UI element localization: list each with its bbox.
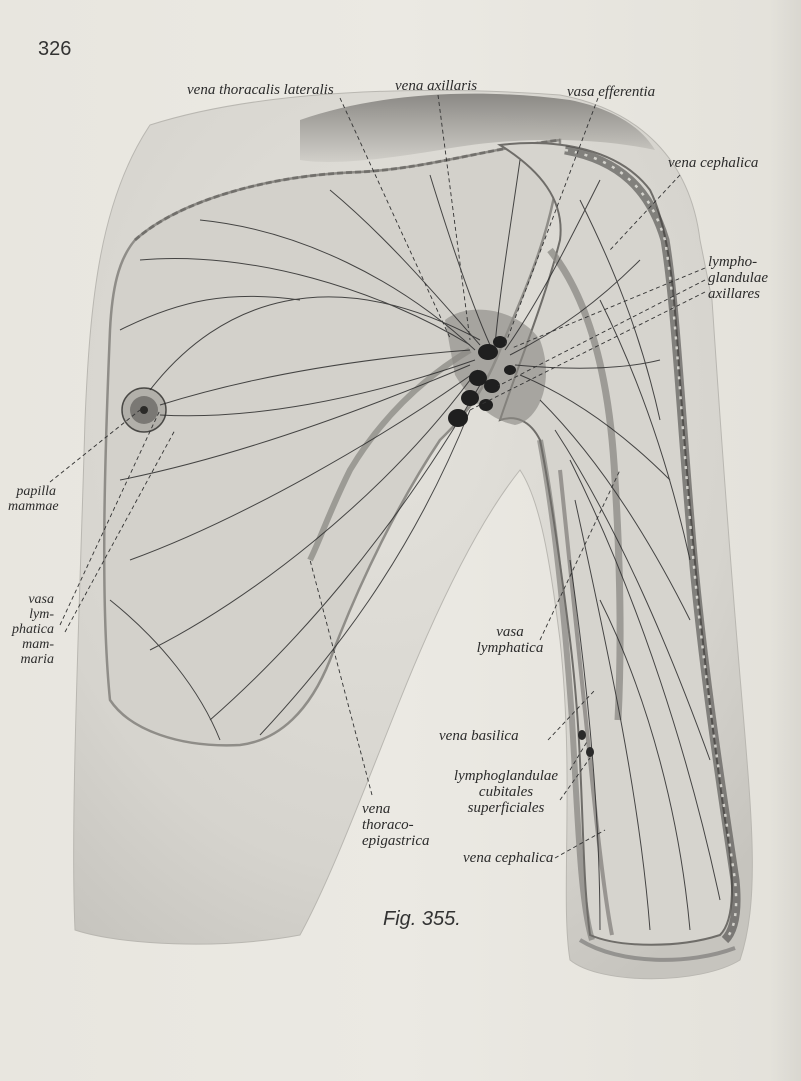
vena-thoracoepigastrica-vessel bbox=[307, 347, 472, 562]
label-vena-thoracalis-lateralis: vena thoracalis lateralis bbox=[187, 82, 334, 98]
page-number: 326 bbox=[38, 38, 72, 60]
label-vena-axillaris: vena axillaris bbox=[395, 78, 478, 94]
label-leader-lines bbox=[49, 94, 706, 859]
vena-basilica-vessel bbox=[558, 469, 614, 936]
label-vasa-efferentia: vasa efferentia bbox=[567, 84, 656, 100]
label-vena-cephalica-top: vena cephalica bbox=[668, 155, 759, 171]
label-vena-cephalica-bottom: vena cephalica bbox=[463, 850, 554, 866]
papilla-mammae bbox=[121, 387, 167, 433]
lymphoglandulae-cubitales-nodes bbox=[578, 730, 594, 757]
lymphoglandulae-axillares-nodes bbox=[448, 336, 516, 427]
label-vasa-lymphatica: vasa lymphatica bbox=[476, 624, 544, 656]
label-lymphoglandulae-cubitales-superficiales: lymphoglandulae cubitales superficiales bbox=[453, 768, 559, 816]
figure-caption: Fig. 355. bbox=[383, 908, 461, 930]
shoulder-shadow bbox=[300, 93, 655, 162]
label-lymphoglandulae-axillares: lympho- glandulae axillares bbox=[708, 254, 768, 302]
label-vena-basilica: vena basilica bbox=[439, 728, 519, 744]
label-vasa-lymphatica-mammaria: vasa lym- phatica mam- maria bbox=[12, 592, 54, 667]
lymphatic-vessels bbox=[109, 159, 721, 931]
label-papilla-mammae: papilla mammae bbox=[8, 484, 59, 514]
label-vena-thoracoepigastrica: vena thoraco- epigastrica bbox=[362, 801, 430, 849]
